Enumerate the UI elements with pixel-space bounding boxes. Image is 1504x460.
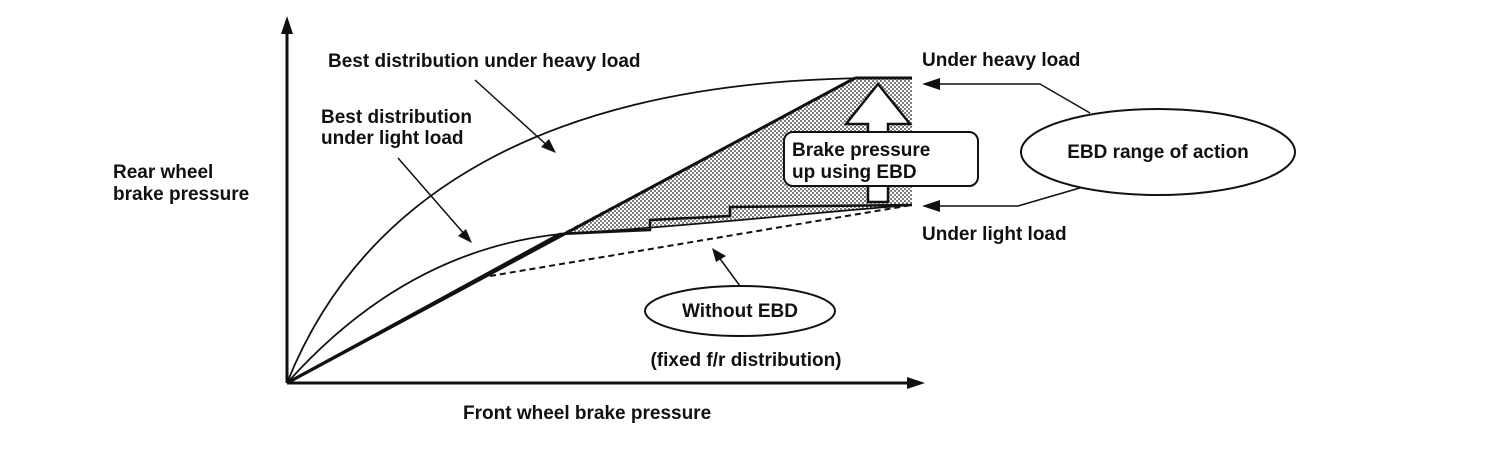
ebd-range-connector-top (1039, 83, 1091, 114)
brake-pressure-label-line1: Brake pressure (792, 140, 930, 161)
ebd-range-connector-bottom (1017, 184, 1091, 207)
y-axis-label-line1: Rear wheel (113, 162, 213, 183)
light-curve-leader-head (458, 229, 472, 243)
heavy-best-label: Best distribution under heavy load (328, 51, 641, 72)
y-axis-label-line2: brake pressure (113, 184, 249, 205)
light-level-label: Under light load (922, 224, 1067, 245)
heavy-curve-leader (474, 79, 551, 149)
brake-pressure-label-line2: up using EBD (792, 162, 917, 183)
without-ebd-leader-head (712, 248, 726, 262)
ebd-light-line (286, 232, 561, 385)
light-best-label-line2: under light load (321, 128, 464, 149)
heavy-level-leader-head (922, 78, 940, 90)
heavy-curve-leader-head (541, 139, 556, 153)
ebd-shaded-region (490, 78, 912, 276)
without-ebd-dashed-line (489, 204, 913, 277)
light-level-leader-head (922, 200, 940, 212)
without-ebd-ellipse (644, 285, 836, 337)
brake-pressure-box (783, 131, 979, 187)
light-best-label-line1: Best distribution (321, 107, 472, 128)
ebd-light-step (559, 203, 913, 236)
y-axis-arrowhead (281, 16, 293, 34)
ebd-range-label: EBD range of action (1067, 142, 1249, 163)
without-ebd-leader (717, 255, 741, 287)
ebd-range-ellipse (1020, 108, 1296, 196)
x-axis-arrowhead (907, 377, 925, 389)
x-axis-label: Front wheel brake pressure (463, 403, 711, 424)
heavy-level-label: Under heavy load (922, 50, 1080, 71)
fixed-distribution-note: (fixed f/r distribution) (650, 350, 841, 371)
heavy-load-best-curve (286, 77, 876, 384)
without-ebd-label: Without EBD (682, 301, 798, 322)
light-curve-leader (397, 157, 467, 237)
